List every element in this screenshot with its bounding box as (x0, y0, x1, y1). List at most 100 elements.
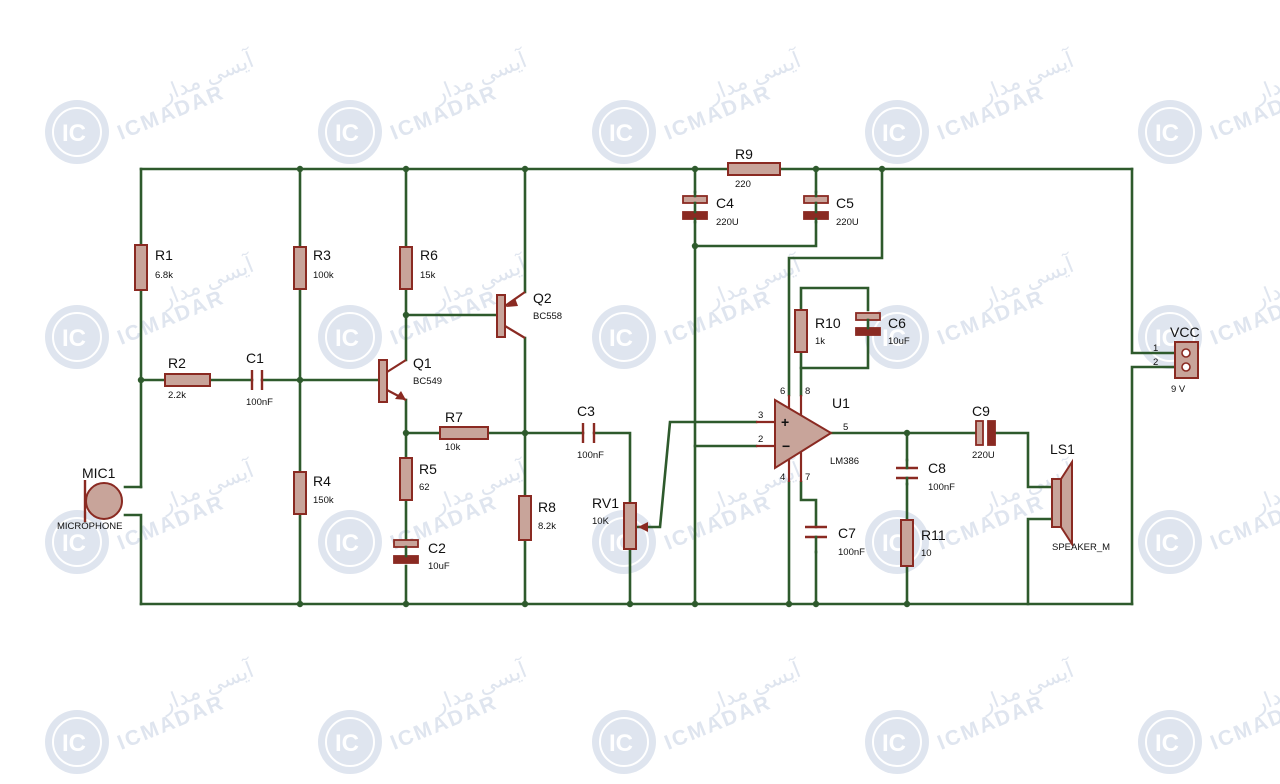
watermark-logo-icon (318, 510, 382, 574)
svg-text:100nF: 100nF (246, 397, 273, 408)
capacitor-c9: C9 220U (972, 403, 996, 461)
vcc-connector: 1 2 VCC 9 V (1153, 324, 1200, 395)
svg-text:10k: 10k (445, 442, 461, 453)
watermark-ring-icon (599, 717, 649, 767)
svg-text:R10: R10 (815, 315, 841, 331)
svg-text:C4: C4 (716, 195, 734, 211)
transistor-q1: Q1 BC549 (378, 355, 442, 403)
svg-text:220U: 220U (972, 450, 995, 461)
watermark-logo-icon (45, 510, 109, 574)
watermark-logo-icon (865, 710, 929, 774)
svg-text:SPEAKER_M: SPEAKER_M (1052, 542, 1110, 553)
svg-text:R1: R1 (155, 247, 173, 263)
watermark-logo-icon (592, 100, 656, 164)
watermark-logo-text: IC (609, 325, 633, 352)
svg-text:6.8k: 6.8k (155, 270, 173, 281)
svg-text:8: 8 (805, 386, 810, 397)
watermark-logo-text: IC (335, 120, 359, 147)
svg-text:7: 7 (805, 472, 810, 483)
transistor-q2: Q2 BC558 (496, 290, 562, 339)
svg-text:BC549: BC549 (413, 376, 442, 387)
svg-text:150k: 150k (313, 495, 334, 506)
svg-text:MICROPHONE: MICROPHONE (57, 521, 122, 532)
svg-text:R7: R7 (445, 409, 463, 425)
svg-text:10K: 10K (592, 516, 610, 527)
watermark-logo-text: IC (1155, 120, 1179, 147)
svg-text:1: 1 (1153, 343, 1158, 354)
svg-text:100nF: 100nF (928, 482, 955, 493)
svg-text:BC558: BC558 (533, 311, 562, 322)
watermark-ring-icon (1145, 312, 1195, 362)
capacitor-c2: C2 10uF (393, 539, 450, 572)
svg-text:6: 6 (780, 386, 785, 397)
capacitor-c6: C6 10uF (855, 312, 910, 347)
watermark-logo-text: IC (882, 325, 906, 352)
svg-text:C5: C5 (836, 195, 854, 211)
svg-text:9 V: 9 V (1171, 384, 1186, 395)
watermark-logo-text: IC (62, 325, 86, 352)
watermark-ring-icon (872, 717, 922, 767)
svg-text:C1: C1 (246, 350, 264, 366)
svg-text:5: 5 (843, 422, 848, 433)
svg-text:C8: C8 (928, 460, 946, 476)
watermark-logo-icon (865, 100, 929, 164)
svg-text:C2: C2 (428, 540, 446, 556)
junction-dots (137, 165, 911, 608)
svg-text:3: 3 (758, 410, 763, 421)
watermark-ring-icon (325, 312, 375, 362)
watermark-ring-icon (52, 517, 102, 567)
watermark-logo-text: IC (609, 120, 633, 147)
svg-text:R4: R4 (313, 473, 331, 489)
watermark-ring-icon (599, 312, 649, 362)
resistor-r3: R3 100k (293, 246, 334, 290)
svg-text:100nF: 100nF (577, 450, 604, 461)
watermark-logo-text: IC (1155, 530, 1179, 557)
speaker-ls1: LS1 SPEAKER_M (1050, 441, 1110, 553)
watermark-ring-icon (325, 107, 375, 157)
watermark-ring-icon (872, 517, 922, 567)
watermark-ring-icon (872, 107, 922, 157)
watermark-brand-fa-text: آیسی مدار (1249, 251, 1280, 313)
resistor-r9: R9 220 (727, 146, 781, 190)
watermark-logo-text: IC (62, 530, 86, 557)
svg-text:220U: 220U (836, 217, 859, 228)
svg-text:10uF: 10uF (428, 561, 450, 572)
resistor-r10: R10 1k (794, 309, 841, 353)
watermark-ring-icon (872, 312, 922, 362)
svg-text:C7: C7 (838, 525, 856, 541)
svg-text:R3: R3 (313, 247, 331, 263)
watermark-logo-text: IC (609, 730, 633, 757)
watermark-logo-icon (592, 710, 656, 774)
microphone-mic1: MIC1 MICROPHONE (57, 465, 123, 532)
svg-text:220: 220 (735, 179, 751, 190)
watermark-ring-icon (52, 717, 102, 767)
svg-text:RV1: RV1 (592, 495, 619, 511)
resistor-r1: R1 6.8k (134, 244, 173, 291)
watermark-logo-icon (45, 100, 109, 164)
svg-text:2: 2 (1153, 357, 1158, 368)
capacitor-c5: C5 220U (803, 190, 859, 228)
resistor-r6: R6 15k (399, 246, 438, 290)
svg-text:U1: U1 (832, 395, 850, 411)
resistor-r4: R4 150k (293, 471, 334, 515)
svg-text:2: 2 (758, 434, 763, 445)
svg-text:MIC1: MIC1 (82, 465, 116, 481)
resistor-r11: R11 10 (900, 519, 946, 567)
watermark-logo-icon (1138, 100, 1202, 164)
svg-text:100nF: 100nF (838, 547, 865, 558)
watermark-brand-fa-text: آیسی مدار (1249, 456, 1280, 518)
watermark-logo-icon (318, 100, 382, 164)
svg-text:15k: 15k (420, 270, 436, 281)
watermark-logo-text: IC (882, 730, 906, 757)
svg-text:R11: R11 (921, 527, 946, 543)
